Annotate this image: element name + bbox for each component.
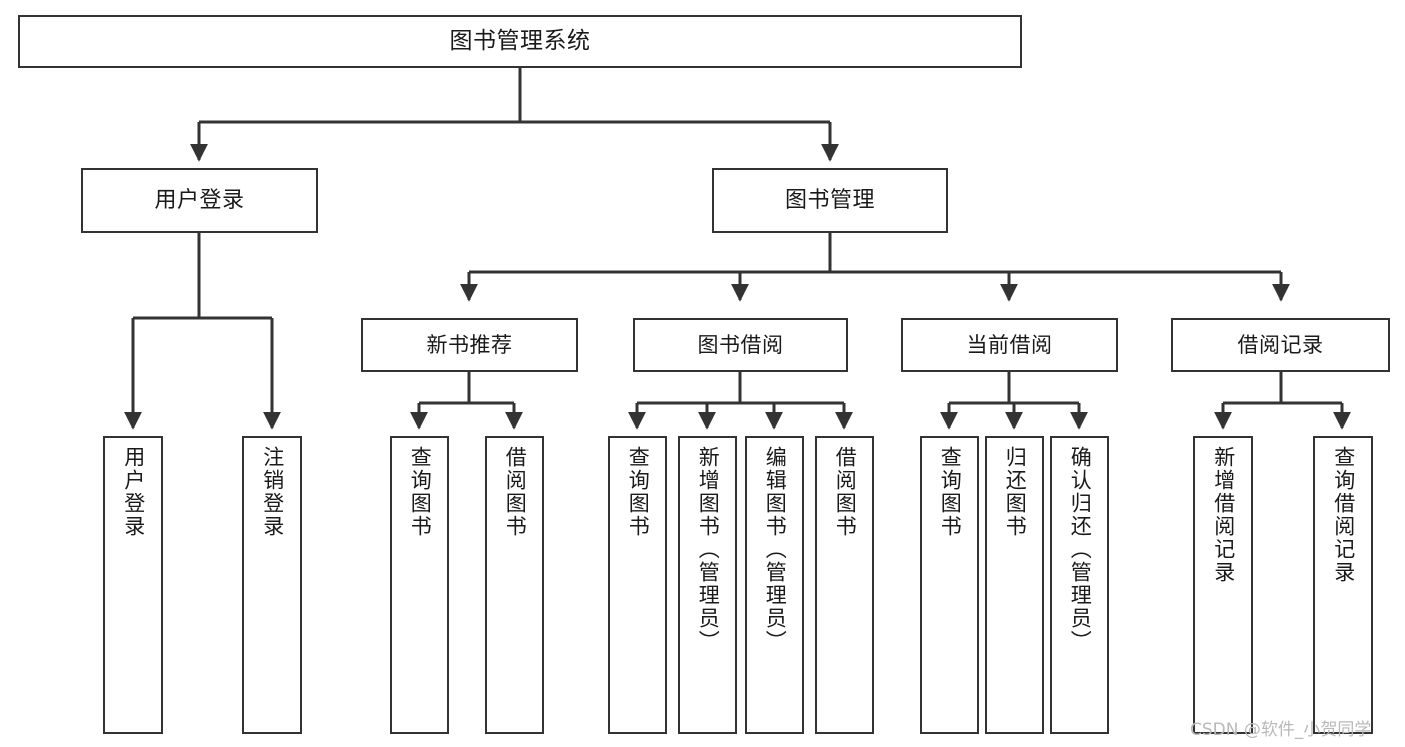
- node-root-system[interactable]: 图书管理系统: [18, 15, 1022, 68]
- node-current-borrow[interactable]: 当前借阅: [901, 318, 1118, 372]
- node-leaf-current-query-label: 查询图书: [938, 446, 963, 538]
- node-leaf-user-login-signout[interactable]: 注销登录: [242, 436, 302, 734]
- node-user-login-label: 用户登录: [154, 187, 245, 213]
- node-book-borrow-label: 图书借阅: [697, 332, 784, 357]
- node-leaf-user-login-signin[interactable]: 用户登录: [103, 436, 163, 734]
- node-leaf-new-book-borrow-label: 借阅图书: [503, 446, 528, 538]
- node-new-book-recommend-label: 新书推荐: [426, 332, 513, 357]
- node-leaf-record-query[interactable]: 查询借阅记录: [1313, 436, 1373, 734]
- node-leaf-current-confirm-return-label: 确认归还（管理员）: [1068, 446, 1093, 653]
- node-leaf-current-query[interactable]: 查询图书: [920, 436, 979, 734]
- node-leaf-current-confirm-return[interactable]: 确认归还（管理员）: [1050, 436, 1109, 734]
- node-leaf-record-add-label: 新增借阅记录: [1211, 446, 1236, 584]
- node-leaf-borrow-add[interactable]: 新增图书（管理员）: [678, 436, 737, 734]
- node-book-borrow[interactable]: 图书借阅: [633, 318, 848, 372]
- node-new-book-recommend[interactable]: 新书推荐: [361, 318, 578, 372]
- node-book-management[interactable]: 图书管理: [712, 168, 948, 233]
- node-root-system-label: 图书管理系统: [449, 27, 591, 54]
- node-leaf-new-book-query-label: 查询图书: [408, 446, 433, 538]
- watermark-text: CSDN @软件_小贺同学: [1190, 720, 1372, 740]
- node-leaf-borrow-query-label: 查询图书: [626, 446, 651, 538]
- node-leaf-user-login-signin-label: 用户登录: [121, 446, 146, 538]
- node-leaf-borrow-lend-label: 借阅图书: [833, 446, 858, 538]
- node-leaf-current-return[interactable]: 归还图书: [985, 436, 1044, 734]
- node-leaf-borrow-lend[interactable]: 借阅图书: [815, 436, 874, 734]
- node-leaf-user-login-signout-label: 注销登录: [260, 446, 285, 538]
- node-borrow-record-label: 借阅记录: [1237, 332, 1324, 357]
- node-leaf-borrow-add-label: 新增图书（管理员）: [696, 446, 721, 653]
- node-current-borrow-label: 当前借阅: [966, 332, 1053, 357]
- node-user-login[interactable]: 用户登录: [81, 168, 318, 233]
- node-book-management-label: 图书管理: [784, 187, 875, 213]
- node-borrow-record[interactable]: 借阅记录: [1171, 318, 1390, 372]
- node-leaf-new-book-borrow[interactable]: 借阅图书: [485, 436, 544, 734]
- node-leaf-current-return-label: 归还图书: [1003, 446, 1028, 538]
- node-leaf-borrow-edit[interactable]: 编辑图书（管理员）: [745, 436, 804, 734]
- node-leaf-borrow-query[interactable]: 查询图书: [608, 436, 667, 734]
- node-leaf-record-query-label: 查询借阅记录: [1331, 446, 1356, 584]
- node-leaf-new-book-query[interactable]: 查询图书: [390, 436, 449, 734]
- node-leaf-borrow-edit-label: 编辑图书（管理员）: [763, 446, 788, 653]
- node-leaf-record-add[interactable]: 新增借阅记录: [1193, 436, 1253, 734]
